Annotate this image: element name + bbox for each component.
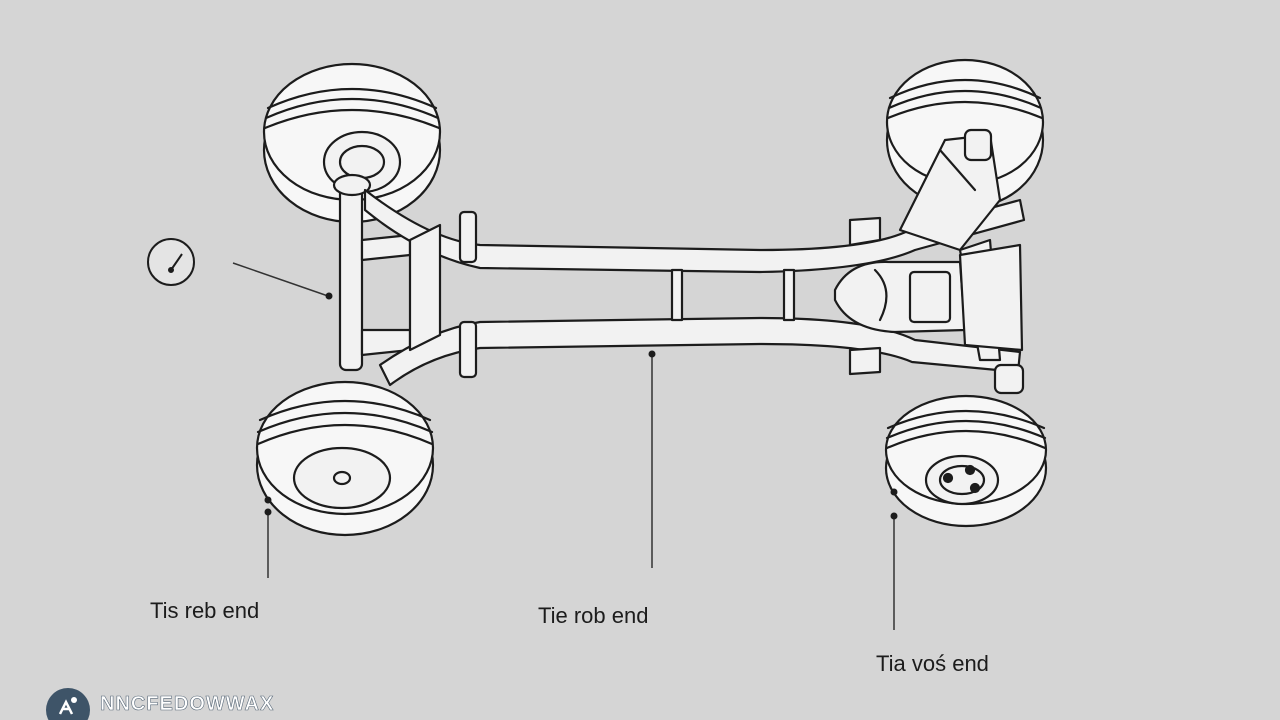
differential bbox=[833, 243, 1025, 395]
rear-left-wheel bbox=[255, 380, 435, 537]
gauge-icon bbox=[147, 238, 195, 286]
callout-label-left: Tis reb end bbox=[150, 598, 260, 623]
callout-label-right: Tia voś end bbox=[876, 651, 989, 676]
leader-gauge bbox=[232, 262, 329, 297]
watermark-text: NNCFEDOWWAX bbox=[100, 692, 275, 715]
frame-rails bbox=[363, 188, 1026, 387]
left-axle bbox=[332, 173, 412, 372]
watermark: NNCFEDOWWAX bbox=[44, 684, 274, 720]
leader-lines bbox=[232, 262, 895, 630]
callout-label-center: Tie rob end bbox=[538, 603, 649, 628]
rear-right-wheel bbox=[884, 394, 1048, 528]
leader-dots bbox=[264, 292, 898, 520]
logo-badge-icon bbox=[46, 688, 90, 720]
